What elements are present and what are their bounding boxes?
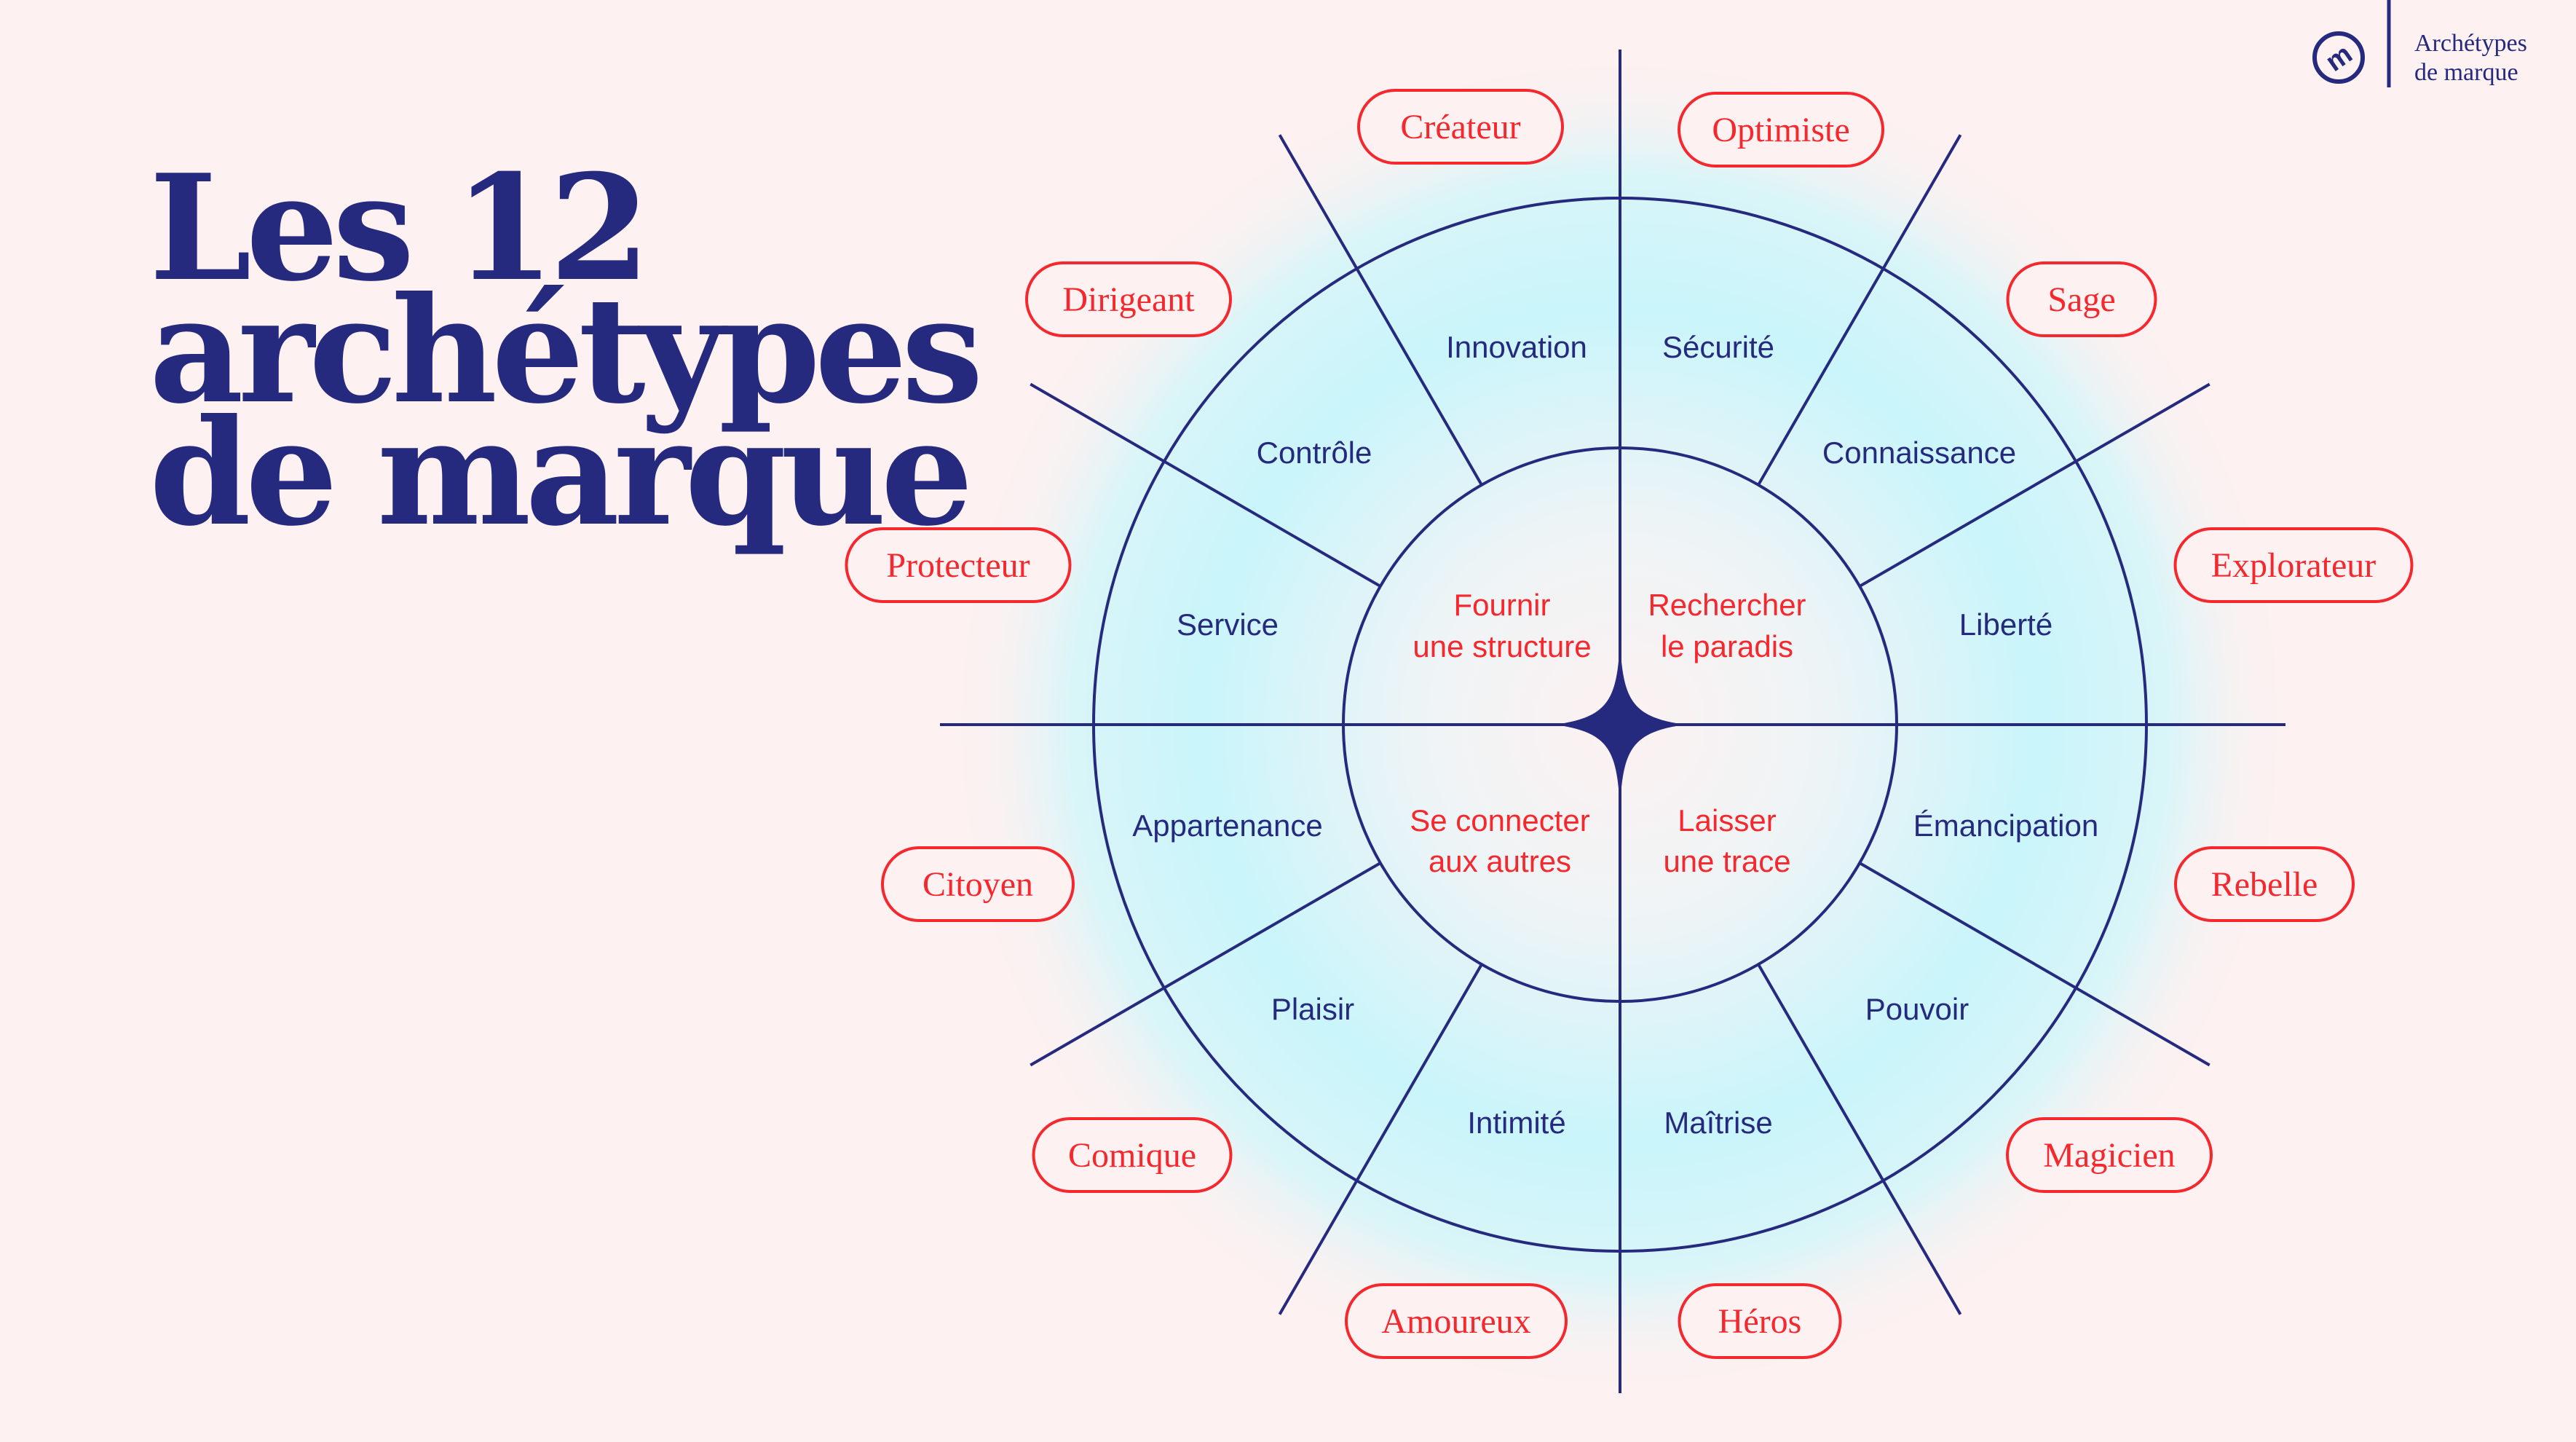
archetype-label: Optimiste bbox=[1712, 111, 1849, 149]
value-label: Intimité bbox=[1467, 1106, 1565, 1140]
archetype-pill: Rebelle bbox=[2174, 846, 2355, 922]
archetype-label: Créateur bbox=[1400, 108, 1520, 146]
pill-outline bbox=[1357, 89, 1564, 165]
pill-outline bbox=[1678, 92, 1884, 168]
core-connect-line2: aux autres bbox=[1429, 844, 1571, 878]
value-label: Appartenance bbox=[1132, 808, 1323, 843]
spoke-line bbox=[1757, 134, 1962, 486]
pill-outline bbox=[2174, 846, 2355, 922]
core-provide-structure-line1: Fournir bbox=[1453, 588, 1550, 622]
brand-line-2: de marque bbox=[2414, 59, 2518, 86]
archetype-pill: Magicien bbox=[2006, 1117, 2213, 1193]
spoke-line bbox=[1278, 134, 1483, 486]
value-label: Émancipation bbox=[1913, 808, 2098, 843]
inner-circle bbox=[1342, 446, 1898, 1003]
m-circle-logo-icon bbox=[2312, 31, 2365, 84]
archetype-label: Citoyen bbox=[922, 865, 1033, 904]
archetype-pill: Optimiste bbox=[1678, 92, 1884, 168]
brand-name: Archétypes de marque bbox=[2414, 29, 2527, 87]
core-connect-line1: Se connecter bbox=[1410, 803, 1590, 838]
spoke-line bbox=[1859, 382, 2210, 588]
value-label: Pouvoir bbox=[1865, 992, 1969, 1026]
pill-outline bbox=[845, 527, 1072, 603]
value-label: Innovation bbox=[1446, 330, 1587, 364]
value-label: Sécurité bbox=[1662, 330, 1774, 364]
archetype-label: Protecteur bbox=[886, 546, 1030, 585]
spoke-line bbox=[1757, 964, 1962, 1315]
archetype-pill: Comique bbox=[1032, 1117, 1233, 1193]
archetype-label: Sage bbox=[2047, 280, 2115, 319]
core-provide-structure-line2: une structure bbox=[1413, 629, 1591, 663]
title-line-1: Les 12 bbox=[149, 143, 650, 314]
spoke-line bbox=[1278, 964, 1483, 1315]
archetype-pill: Créateur bbox=[1357, 89, 1564, 165]
value-label: Maîtrise bbox=[1664, 1106, 1772, 1140]
brand-line-1: Archétypes bbox=[2414, 30, 2527, 57]
value-label: Contrôle bbox=[1257, 436, 1372, 470]
archetype-label: Magicien bbox=[2043, 1136, 2175, 1175]
core-seek-paradise-line2: le paradis bbox=[1661, 629, 1793, 663]
spoke-line bbox=[1859, 862, 2210, 1067]
archetype-label: Explorateur bbox=[2211, 546, 2377, 585]
core-motivations: Fournir une structure Rechercher le para… bbox=[1410, 588, 1806, 878]
archetype-pill: Héros bbox=[1678, 1283, 1842, 1359]
values-ring: Innovation Sécurité Contrôle Connaissanc… bbox=[1132, 330, 2098, 1140]
outer-circle bbox=[1092, 197, 2148, 1253]
pill-outline bbox=[1345, 1283, 1568, 1359]
archetype-pill: Sage bbox=[2006, 261, 2157, 337]
brand-logo: m bbox=[2312, 0, 2391, 87]
archetype-label: Amoureux bbox=[1381, 1302, 1530, 1341]
core-leave-mark-line2: une trace bbox=[1663, 844, 1790, 878]
pill-outline bbox=[2006, 261, 2157, 337]
pill-outline bbox=[1032, 1117, 1233, 1193]
archetype-pill: Explorateur bbox=[2173, 527, 2414, 603]
title-line-2: archétypes bbox=[149, 265, 984, 436]
value-label: Connaissance bbox=[1822, 436, 2016, 470]
core-leave-mark-line1: Laisser bbox=[1678, 803, 1776, 838]
archetype-label: Rebelle bbox=[2211, 865, 2318, 904]
pill-outline bbox=[2173, 527, 2414, 603]
archetype-pill: Citoyen bbox=[881, 846, 1075, 922]
archetype-pill: Dirigeant bbox=[1025, 261, 1232, 337]
page-title: Les 12 archétypes de marque bbox=[149, 143, 984, 559]
pill-outline bbox=[2006, 1117, 2213, 1193]
logo-m-glyph: m bbox=[2320, 39, 2358, 78]
value-label: Service bbox=[1177, 607, 1279, 642]
title-line-3: de marque bbox=[149, 387, 973, 559]
archetype-label: Comique bbox=[1068, 1136, 1196, 1175]
core-seek-paradise-line1: Rechercher bbox=[1648, 588, 1806, 622]
pill-outline bbox=[1678, 1283, 1842, 1359]
archetype-pill: Protecteur bbox=[845, 527, 1072, 603]
archetype-pill: Amoureux bbox=[1345, 1283, 1568, 1359]
pill-outline bbox=[1025, 261, 1232, 337]
center-star-icon bbox=[1554, 641, 1686, 808]
spoke-line bbox=[1030, 862, 1381, 1067]
archetype-label: Héros bbox=[1718, 1302, 1802, 1341]
archetype-label: Dirigeant bbox=[1062, 280, 1195, 319]
spoke-line bbox=[1030, 382, 1381, 588]
value-label: Plaisir bbox=[1271, 992, 1354, 1026]
value-label: Liberté bbox=[1959, 607, 2052, 642]
pill-outline bbox=[881, 846, 1075, 922]
